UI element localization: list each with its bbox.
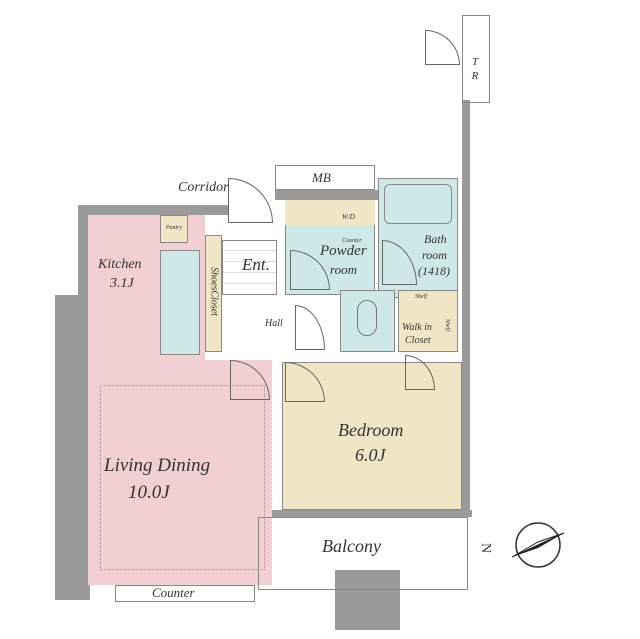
walk-in-closet	[398, 290, 458, 352]
walk-in-label-1: Walk in	[402, 322, 432, 333]
compass-north-label: N	[478, 542, 494, 554]
powder-label-1: Powder	[320, 243, 367, 259]
shelf-side-label: Shelf	[444, 319, 450, 331]
balcony-wall	[250, 510, 472, 517]
counter-label: Counter	[152, 585, 195, 600]
bath-label-1: Bath	[424, 232, 447, 246]
corridor-label: Corridor	[178, 180, 229, 195]
entrance	[222, 240, 277, 295]
compass	[508, 515, 568, 575]
living-size: 10.0J	[128, 482, 170, 503]
wd-label: W/D	[342, 213, 355, 221]
bathtub	[384, 184, 452, 224]
powder-label-2: room	[330, 262, 357, 277]
pantry	[160, 215, 188, 243]
bedroom-size: 6.0J	[355, 445, 386, 465]
shelf-top-label: Shelf	[415, 294, 427, 300]
tr-door[interactable]	[425, 30, 460, 65]
shoes-closet	[205, 235, 222, 352]
bath-label-3: (1418)	[418, 264, 450, 278]
balcony-column	[335, 570, 400, 630]
balcony-label: Balcony	[322, 536, 381, 556]
right-wall	[462, 100, 470, 515]
left-wall	[78, 205, 88, 600]
bath-label-2: room	[422, 248, 447, 262]
toilet	[357, 300, 377, 336]
kitchen-counter	[160, 250, 200, 355]
tr-label: T R	[471, 56, 479, 82]
shoes-closet-label: ShoesCloset	[208, 267, 220, 316]
bedroom-label: Bedroom	[338, 420, 404, 440]
kitchen-label: Kitchen	[98, 257, 142, 272]
bottom-counter	[115, 585, 255, 602]
counter-small-label: Counter	[342, 238, 362, 244]
top-wall-mb	[275, 190, 380, 200]
living-dotted-outline	[100, 385, 265, 570]
hall-label: Hall	[265, 318, 283, 329]
hall-door[interactable]	[295, 305, 325, 350]
kitchen-size: 3.1J	[110, 276, 134, 291]
entrance-label: Ent.	[242, 255, 270, 274]
trunk-room	[462, 15, 490, 103]
powder-counter	[285, 200, 375, 225]
pantry-label: Pantry	[165, 225, 183, 231]
mb-closet	[275, 165, 375, 190]
entry-door[interactable]	[228, 178, 273, 223]
walk-in-label-2: Closet	[405, 335, 431, 346]
balcony	[258, 517, 468, 590]
top-wall-kitchen	[78, 205, 228, 215]
closet-door[interactable]	[405, 355, 435, 390]
compass-icon	[511, 522, 565, 568]
living-label: Living Dining	[104, 455, 211, 476]
mb-label: MB	[312, 170, 331, 185]
